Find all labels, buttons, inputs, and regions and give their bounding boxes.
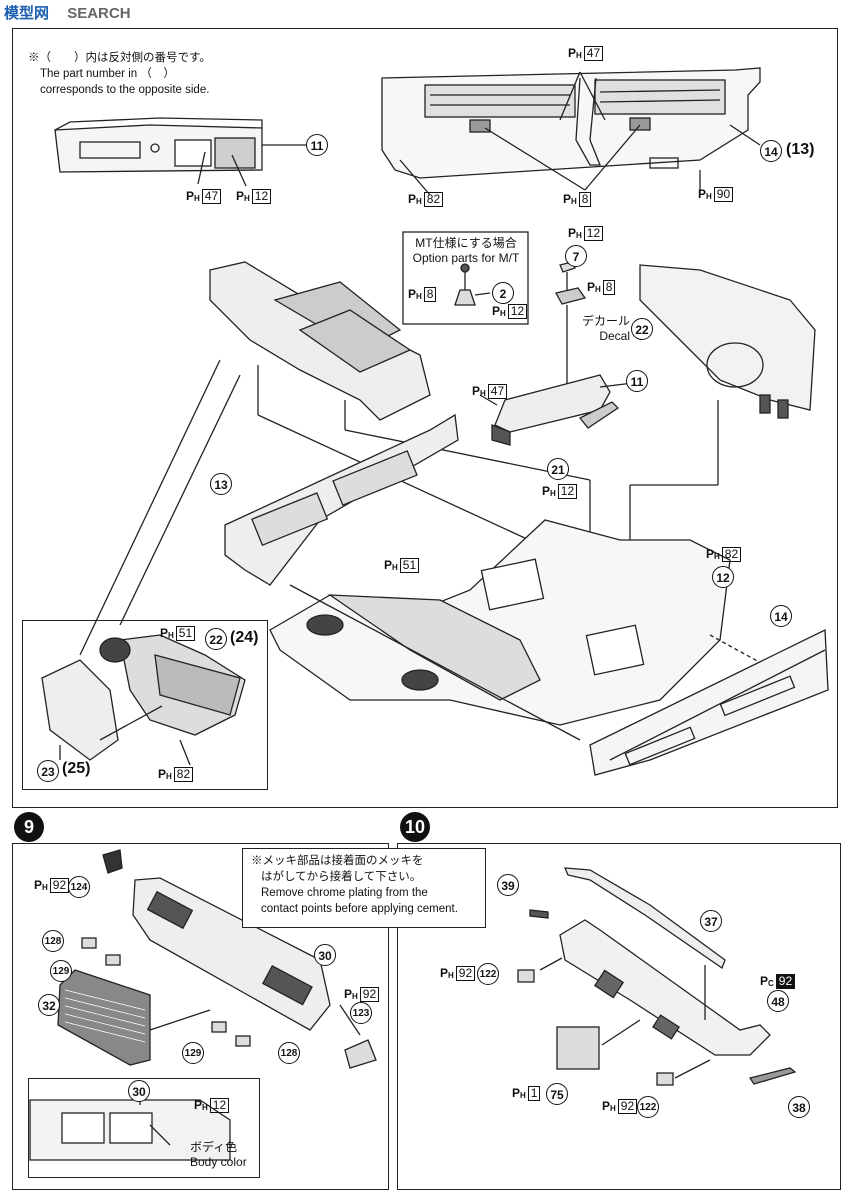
note-opposite-en1: The part number in （ ） [40, 68, 175, 80]
chrome-note-en1: Remove chrome plating from the [261, 887, 428, 899]
chrome-note-jp2: はがしてから接着して下さい。 [261, 871, 422, 883]
mt-option-label: MT仕様にする場合 Option parts for M/T [405, 236, 527, 266]
chrome-plating-note: ※メッキ部品は接着面のメッキを はがしてから接着して下さい。 Remove ch… [242, 848, 486, 928]
part-callout-122-lower: 122 [637, 1096, 659, 1118]
part-callout-124: 124 [68, 876, 90, 898]
part-callout-11-console: 11 [306, 134, 328, 156]
part-callout-122-upper: 122 [477, 963, 499, 985]
part-callout-38: 38 [788, 1096, 810, 1118]
decal-jp: デカール [581, 314, 630, 328]
part-callout-129-lower: 129 [182, 1042, 204, 1064]
console-drawing [54, 117, 306, 187]
part-callout-39: 39 [497, 874, 519, 896]
part-callout-14-sill: 14 [770, 605, 792, 627]
part-callout-13-rear-trim: 13 [210, 473, 232, 495]
step-10-marker: 10 [400, 812, 430, 842]
body-color-jp: ボディ色 [190, 1140, 238, 1154]
part-callout-23: 23 [37, 760, 59, 782]
mt-option-en: Option parts for M/T [412, 251, 520, 265]
part-callout-12-floor: 12 [712, 566, 734, 588]
part-callout-30-inset: 30 [128, 1080, 150, 1102]
step-9-marker: 9 [14, 812, 44, 842]
part-callout-32: 32 [38, 994, 60, 1016]
part-callout-22-seat: 22 [205, 628, 227, 650]
mt-option-jp: MT仕様にする場合 [415, 236, 517, 250]
part-callout-123: 123 [350, 1002, 372, 1024]
body-color-label: ボディ色 Body color [190, 1140, 247, 1170]
part-callout-30: 30 [314, 944, 336, 966]
decal-en: Decal [599, 329, 630, 343]
note-opposite-en2: corresponds to the opposite side. [40, 84, 210, 96]
part-callout-22-decal: 22 [631, 318, 653, 340]
note-opposite-jp: ※（ ）内は反対側の番号です。 [28, 52, 211, 64]
part-callout-11-center: 11 [626, 370, 648, 392]
chrome-note-jp1: ※メッキ部品は接着面のメッキを [251, 855, 424, 867]
part-callout-14-door: 14 [760, 140, 782, 162]
part-callout-21: 21 [547, 458, 569, 480]
part-callout-2: 2 [492, 282, 514, 304]
body-color-en: Body color [190, 1155, 247, 1169]
decal-label: デカール Decal [570, 314, 630, 344]
door-panel-drawing [381, 67, 761, 196]
part-callout-75: 75 [546, 1083, 568, 1105]
part-callout-129-upper: 129 [50, 960, 72, 982]
part-callout-128-upper: 128 [42, 930, 64, 952]
note-opposite-side: ※（ ）内は反対側の番号です。 The part number in （ ） c… [28, 50, 211, 98]
watermark-brand: SEARCH [67, 5, 131, 22]
part-callout-13-opposite: (13) [786, 141, 815, 158]
part-callout-7: 7 [565, 245, 587, 267]
part-callout-37: 37 [700, 910, 722, 932]
part-callout-24-opposite: (24) [230, 629, 259, 646]
chrome-note-en2: contact points before applying cement. [261, 903, 458, 915]
part-callout-48: 48 [767, 990, 789, 1012]
part-callout-128-lower: 128 [278, 1042, 300, 1064]
part-callout-25-opposite: (25) [62, 760, 91, 777]
watermark-logo-text: 模型网 [4, 5, 50, 22]
watermark-logo: 模型网 SEARCH [4, 2, 131, 23]
